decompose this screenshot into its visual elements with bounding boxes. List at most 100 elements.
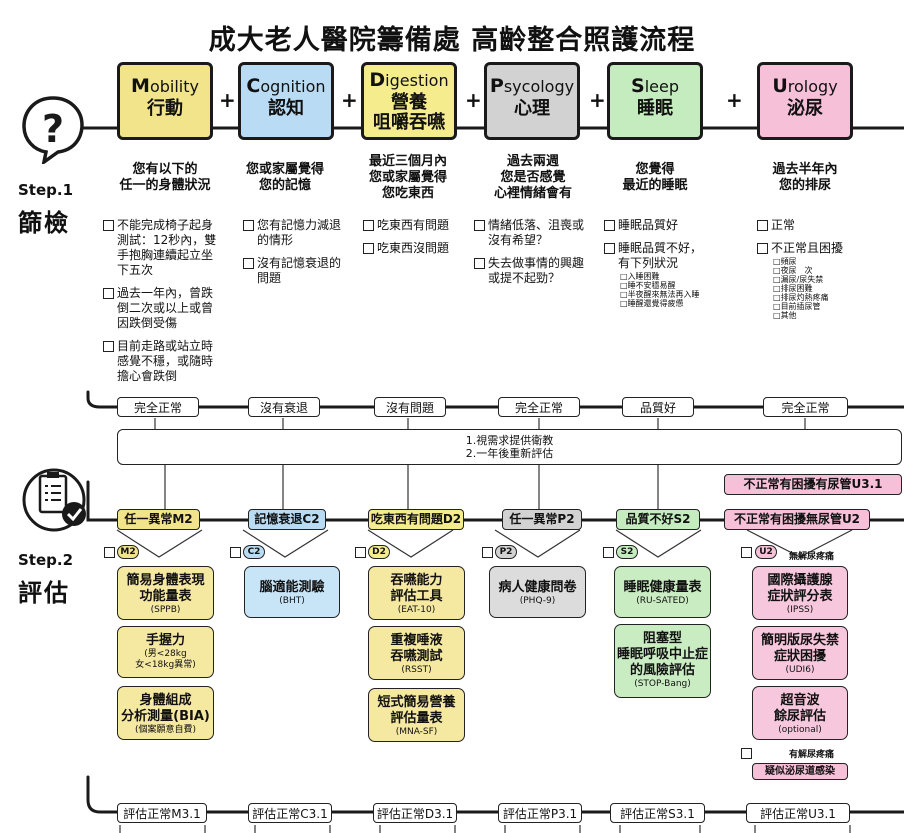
checkbox[interactable] — [604, 243, 615, 254]
checkbox[interactable] — [757, 220, 768, 231]
checkbox[interactable] — [741, 748, 752, 759]
checkbox[interactable] — [363, 243, 374, 254]
option-item[interactable]: 情緒低落、沮喪或沒有希望？ — [474, 218, 584, 248]
no-pain-label: 無解尿疼痛 — [789, 552, 835, 562]
checkbox[interactable] — [230, 547, 241, 558]
option-item[interactable]: 目前走路或站立時感覺不穩，或隨時擔心會跌倒 — [103, 339, 223, 384]
suspect-uti: 疑似泌尿道感染 — [752, 763, 848, 780]
tool-ipss: 國際攝護腺 症狀評分表(IPSS) — [752, 566, 848, 620]
badge-c2: C2 — [243, 545, 265, 559]
eval-normal-mobility: 評估正常M3.1 — [117, 803, 207, 823]
options-digestion: 吃東西有問題 吃東西沒問題 — [363, 218, 468, 264]
option-item[interactable]: 沒有記憶衰退的問題 — [243, 256, 343, 286]
eval-normal-cognition: 評估正常C3.1 — [248, 803, 332, 823]
option-item[interactable]: 過去一年內，曾跌倒二次或以上或曾因跌倒受傷 — [103, 286, 223, 331]
svg-text:?: ? — [42, 107, 64, 151]
tool-bia: 身體組成 分析測量(BIA)(個案願意自費) — [117, 686, 214, 740]
category-cognition: Cognition 認知 — [238, 62, 334, 140]
normal-result-mobility: 完全正常 — [117, 397, 199, 417]
sub-option[interactable]: □其他 — [773, 311, 797, 320]
checkbox[interactable] — [103, 288, 114, 299]
tool-ru-sated: 睡眠健康量表(RU-SATED) — [614, 566, 711, 618]
question-mobility: 您有以下的 任一的身體狀況 — [119, 162, 211, 193]
tool-pvr: 超音波 餘尿評估(optional) — [752, 686, 848, 740]
options-psycology: 情緒低落、沮喪或沒有希望？ 失去做事情的興趣或提不起勁？ — [474, 218, 584, 294]
checkbox[interactable] — [103, 220, 114, 231]
step1-name: 篩檢 — [18, 209, 70, 237]
option-item[interactable]: 您有記憶力減退的情形 — [243, 218, 343, 248]
has-pain-label: 有解尿疼痛 — [789, 750, 835, 760]
sub-option[interactable]: □目前插尿管 — [773, 302, 821, 311]
checkbox[interactable] — [604, 220, 615, 231]
options-sleep: 睡眠品質好 睡眠品質不好， 有下列狀況 □入睡困難 □睡不安穩易醒 □半夜醒來無… — [604, 218, 724, 308]
options-mobility: 不能完成椅子起身測試：12秒內，雙手抱胸連續起立坐下五次 過去一年內，曾跌倒二次… — [103, 218, 223, 392]
sub-option[interactable]: □排尿灼熱疼痛 — [773, 293, 829, 302]
normal-result-urology: 完全正常 — [763, 397, 848, 417]
sub-option[interactable]: □入睡困難 — [620, 272, 660, 281]
options-cognition: 您有記憶力減退的情形 沒有記憶衰退的問題 — [243, 218, 343, 294]
checkbox[interactable] — [603, 547, 614, 558]
option-item[interactable]: 吃東西有問題 — [363, 218, 468, 233]
checkbox[interactable] — [757, 243, 768, 254]
eval-normal-psycology: 評估正常P3.1 — [498, 803, 582, 823]
followup-note: 1.視需求提供衛教 2.一年後重新評估 — [117, 429, 902, 465]
checkbox[interactable] — [243, 220, 254, 231]
checkbox[interactable] — [474, 220, 485, 231]
sub-option[interactable]: □頻尿 — [773, 257, 797, 266]
badge-d2: D2 — [368, 545, 390, 559]
option-item[interactable]: 不正常且困擾 — [757, 241, 877, 256]
option-item[interactable]: 睡眠品質不好， 有下列狀況 — [604, 241, 724, 271]
category-psycology: Psycology 心理 — [484, 62, 580, 140]
normal-result-digestion: 沒有問題 — [374, 397, 446, 417]
abnormal-cognition: 記憶衰退C2 — [248, 509, 326, 530]
tool-sppb: 簡易身體表現 功能量表(SPPB) — [117, 566, 214, 620]
sub-option[interactable]: □睡不安穩易醒 — [620, 281, 676, 290]
eval-normal-urology: 評估正常U3.1 — [746, 803, 850, 823]
question-digestion: 最近三個月內 您或家屬覺得 您吃東西 — [368, 154, 447, 201]
sub-option[interactable]: □睡醒還覺得疲憊 — [620, 299, 684, 308]
badge-s2: S2 — [616, 545, 638, 559]
option-item[interactable]: 正常 — [757, 218, 877, 233]
step2-label: Step.2 — [18, 551, 74, 569]
plus-sign: + — [341, 88, 358, 112]
checkbox[interactable] — [103, 341, 114, 352]
sub-option[interactable]: □漏尿/尿失禁 — [773, 275, 824, 284]
checkbox[interactable] — [243, 258, 254, 269]
abnormal-psycology: 任一異常P2 — [502, 509, 582, 530]
option-item[interactable]: 失去做事情的興趣或提不起勁？ — [474, 256, 584, 286]
sub-option[interactable]: □排尿困難 — [773, 284, 813, 293]
category-sleep: Sleep 睡眠 — [607, 62, 703, 140]
eval-normal-digestion: 評估正常D3.1 — [373, 803, 457, 823]
category-urology: Urology 泌尿 — [757, 62, 853, 140]
clipboard-check-icon — [22, 468, 86, 532]
abnormal-digestion: 吃東西有問題D2 — [368, 509, 464, 530]
sub-option[interactable]: □半夜醒來無法再入睡 — [620, 290, 700, 299]
tool-grip: 手握力(男<28kg 女<18kg異常) — [117, 626, 214, 678]
tool-udi6: 簡明版尿失禁 症狀困擾(UDI6) — [752, 626, 848, 680]
question-urology: 過去半年內 您的排尿 — [772, 162, 838, 193]
abnormal-urology: 不正常有困擾無尿管U2 — [724, 509, 870, 530]
eval-normal-sleep: 評估正常S3.1 — [610, 803, 705, 823]
option-item[interactable]: 吃東西沒問題 — [363, 241, 468, 256]
plus-sign: + — [465, 88, 482, 112]
badge-p2: P2 — [495, 545, 517, 559]
tool-phq9: 病人健康問卷(PHQ-9) — [489, 566, 586, 618]
checkbox[interactable] — [355, 547, 366, 558]
checkbox[interactable] — [104, 547, 115, 558]
plus-sign: + — [589, 88, 606, 112]
checkbox[interactable] — [741, 547, 752, 558]
option-item[interactable]: 睡眠品質好 — [604, 218, 724, 233]
option-item[interactable]: 不能完成椅子起身測試：12秒內，雙手抱胸連續起立坐下五次 — [103, 218, 223, 278]
options-urology: 正常 不正常且困擾 □頻尿 □夜尿 次 □漏尿/尿失禁 □排尿困難 □排尿灼熱疼… — [757, 218, 877, 320]
checkbox[interactable] — [474, 258, 485, 269]
sub-option[interactable]: □夜尿 次 — [773, 266, 813, 275]
tool-eat10: 吞嚥能力 評估工具(EAT-10) — [368, 566, 465, 620]
category-digestion: Digestion 營養 咀嚼吞嚥 — [361, 62, 457, 140]
normal-result-psycology: 完全正常 — [498, 397, 580, 417]
badge-m2: M2 — [117, 545, 139, 559]
badge-u2: U2 — [755, 545, 777, 559]
checkbox[interactable] — [482, 547, 493, 558]
tool-mna: 短式簡易營養 評估量表(MNA-SF) — [368, 688, 465, 742]
checkbox[interactable] — [363, 220, 374, 231]
tool-bht: 腦適能測驗(BHT) — [244, 566, 340, 618]
